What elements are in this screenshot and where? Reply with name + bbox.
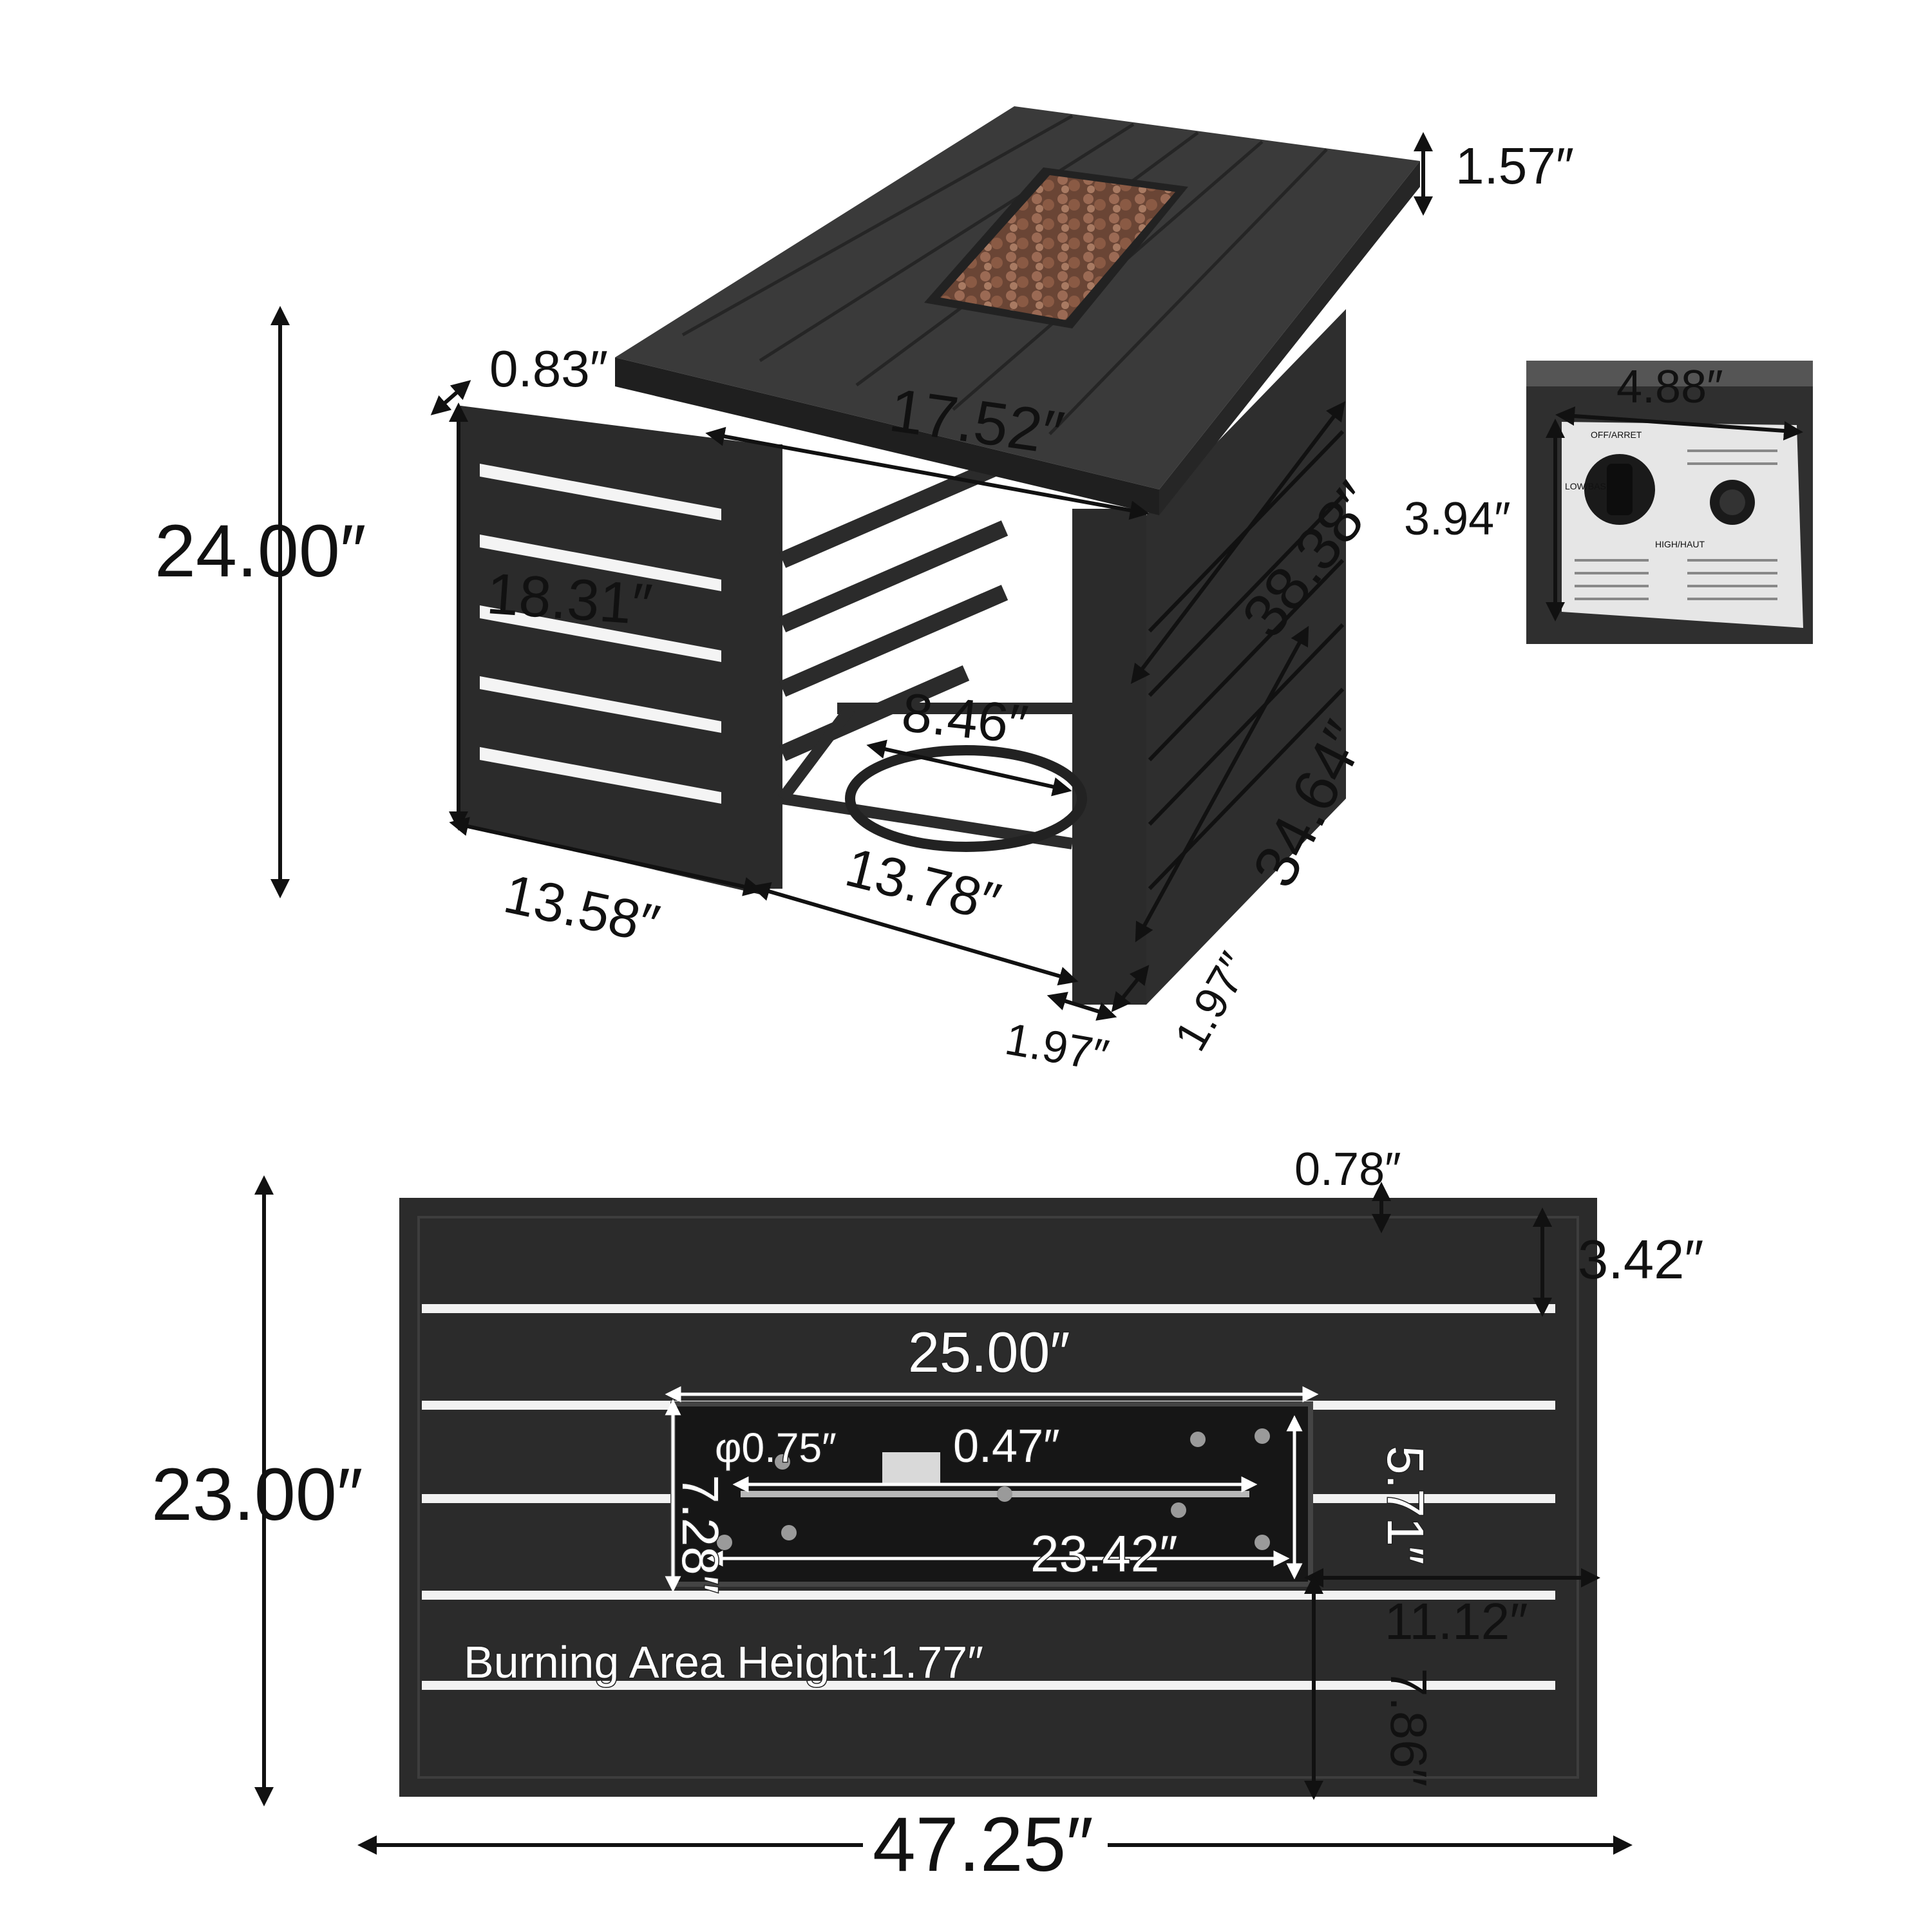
label-length: 47.25″ (873, 1801, 1094, 1888)
main-knob-grip (1607, 464, 1633, 515)
knob-text-high: HIGH/HAUT (1655, 539, 1705, 549)
label-burner-depth-inner: 5.71″ (1377, 1446, 1434, 1564)
plan-view: 0.78″ 3.42″ 25.00″ 7.28″ φ0.75″ 0.47″ 5.… (151, 1144, 1704, 1888)
plan-inner-border (417, 1216, 1579, 1779)
dimension-labels-plan: 0.78″ 3.42″ 25.00″ 7.28″ φ0.75″ 0.47″ 5.… (151, 1144, 1704, 1888)
plan-igniter-block (882, 1452, 940, 1484)
label-burning-area-note: Burning Area Height:1.77″ (464, 1637, 983, 1687)
knob-text-off: OFF/ARRET (1591, 430, 1642, 440)
label-frame-depth: 0.83″ (489, 340, 608, 397)
label-border: 0.78″ (1294, 1144, 1401, 1195)
control-plate (1562, 422, 1803, 628)
control-panel-inset: OFF/ARRET HIGH/HAUT LOW/BAS 4.88″ 3.94″ (1404, 361, 1813, 644)
label-burner-length: 25.00″ (908, 1320, 1070, 1384)
side-panel-left (460, 406, 763, 895)
front-right-leg (1072, 509, 1146, 1005)
plan-burner-screws (717, 1428, 1270, 1550)
label-panel-height: 3.94″ (1404, 493, 1511, 545)
plate-text-lines (1575, 450, 1777, 600)
dimension-lines-plan (254, 1175, 1633, 1855)
label-pipe-gap: 0.47″ (953, 1421, 1060, 1472)
label-total-height: 24.00″ (155, 510, 366, 592)
side-panel-slots (480, 464, 721, 804)
dimension-lines-plan-white (665, 1386, 1319, 1593)
label-side-panel-height: 18.31″ (484, 562, 654, 638)
label-leg-width: 1.97″ (1001, 1014, 1112, 1081)
label-side-panel-width: 13.58″ (499, 863, 665, 955)
label-slat-width: 3.42″ (1578, 1229, 1704, 1291)
dimension-lines-top (270, 132, 1433, 1021)
label-burner-depth-outer: 7.28″ (672, 1475, 729, 1593)
label-front-offset: 7.86″ (1380, 1668, 1437, 1786)
label-burner-inner-length: 23.42″ (1030, 1525, 1178, 1582)
label-pipe-diameter: φ0.75″ (715, 1425, 837, 1471)
inset-frame-top (1526, 361, 1813, 386)
perspective-view: 1.57″ 0.83″ 24.00″ 17.52″ 18.31″ 38.38″ … (155, 106, 1574, 1081)
igniter-button-center (1719, 489, 1745, 515)
label-panel-width: 4.88″ (1616, 361, 1723, 413)
label-tank-ring: 8.46″ (899, 682, 1030, 756)
knob-text-low: LOW/BAS (1565, 481, 1606, 491)
label-top-thickness: 1.57″ (1455, 137, 1574, 194)
lava-rocks (940, 175, 1175, 320)
label-right-offset: 11.12″ (1385, 1593, 1528, 1650)
label-depth: 23.00″ (151, 1454, 363, 1536)
